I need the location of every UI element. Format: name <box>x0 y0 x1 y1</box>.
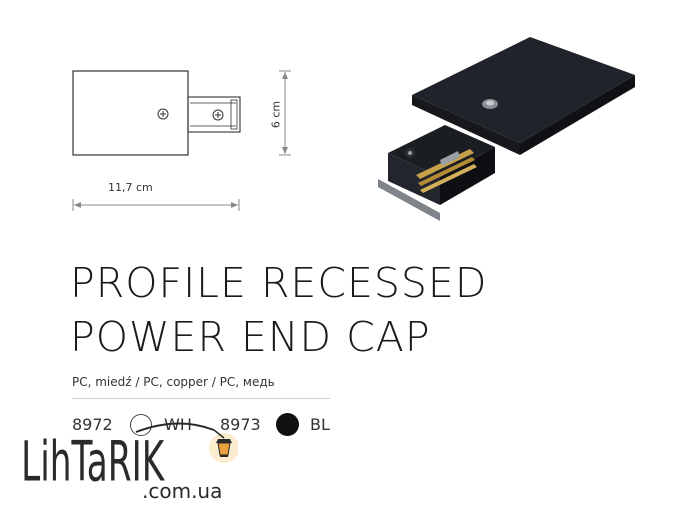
variant-code-black: 8973 <box>220 415 261 434</box>
watermark-domain: .com.ua <box>142 479 222 503</box>
product-connector <box>378 125 495 221</box>
product-title-line-1: PROFILE RECESSED <box>70 259 488 307</box>
drawing-body-outline <box>72 70 189 156</box>
swatch-black <box>276 413 299 436</box>
product-title-line-2: POWER END CAP <box>70 313 431 361</box>
variant-color-black: BL <box>310 415 330 434</box>
drawing-connector-outline <box>187 96 241 133</box>
height-dimension-label: 6 cm <box>269 100 283 129</box>
variant-color-white: WH <box>164 415 192 434</box>
product-top-plate <box>412 37 635 143</box>
height-dimension-line <box>279 70 291 156</box>
street-lantern-icon <box>213 429 232 457</box>
swatch-white <box>130 414 152 436</box>
product-image <box>378 37 635 221</box>
divider <box>72 398 330 399</box>
drawing-screw-symbol <box>157 108 169 120</box>
lamp-arm <box>135 422 215 433</box>
width-dimension-label: 11,7 cm <box>108 181 153 194</box>
technical-drawing <box>72 70 291 211</box>
variant-code-white: 8972 <box>72 415 113 434</box>
width-dimension-line <box>72 199 240 211</box>
watermark-brand: LihTaRIK <box>21 429 166 494</box>
watermark-logo: LihTaRIK .com.ua <box>21 422 238 503</box>
materials-text: PC, miedź / PC, copper / PC, медь <box>72 375 275 389</box>
